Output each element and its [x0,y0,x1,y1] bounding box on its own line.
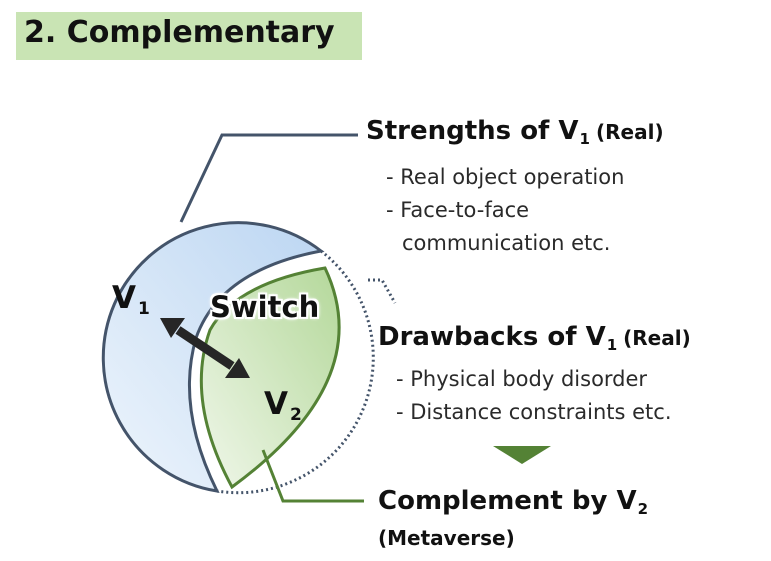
strengths-heading: Strengths of V1(Real) [366,116,664,148]
down-arrow-icon [493,446,551,464]
double-arrow-icon [160,318,250,378]
drawbacks-leader-line [368,278,397,304]
strengths-item: - Real object operation [386,165,625,189]
complement-note: (Metaverse) [378,526,515,550]
strengths-leader-line [179,133,358,223]
switch-label: Switch [210,290,320,324]
drawbacks-item: - Physical body disorder [396,367,648,391]
page-title: 2. Complementary [24,15,335,50]
complement-leader-line [261,449,364,503]
v1-circle [101,221,325,493]
title-banner [16,12,362,60]
v2-lens [199,266,341,490]
strengths-item: - Face-to-face [386,198,530,222]
drawbacks-heading: Drawbacks of V1(Real) [378,322,691,354]
strengths-item: communication etc. [402,231,611,255]
drawbacks-item: - Distance constraints etc. [396,400,672,424]
complement-heading: Complement by V2 [378,486,649,518]
